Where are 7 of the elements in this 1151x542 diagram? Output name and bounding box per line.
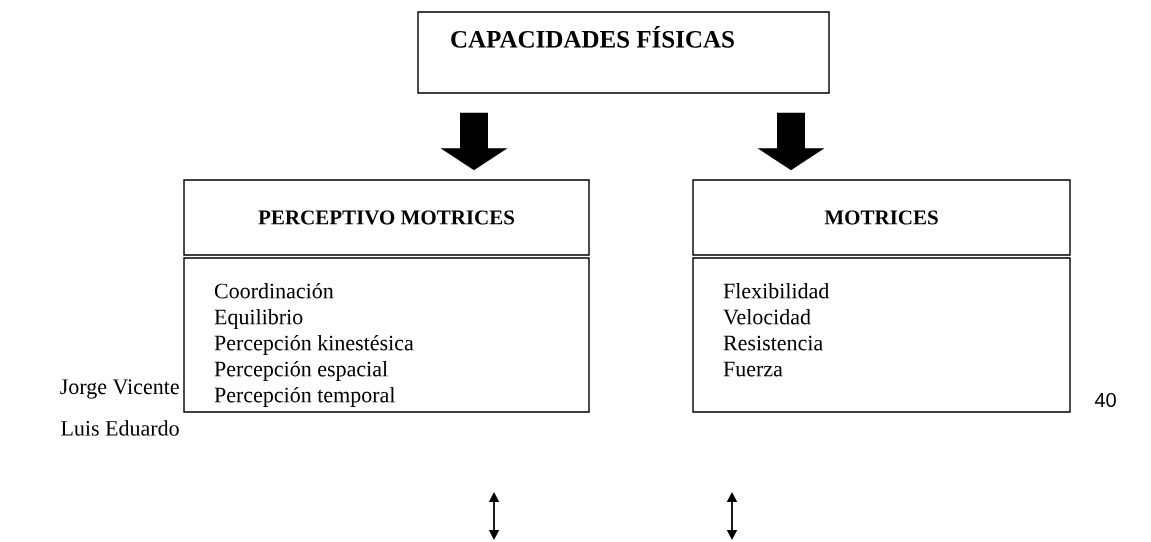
category-box: PERCEPTIVO MOTRICES (183, 179, 590, 256)
heading-box: CAPACIDADES FÍSICAS (417, 11, 830, 94)
category-box: MOTRICES (692, 179, 1071, 256)
list-box: Coordinación Equilibrio Percepción kinestésica Percepción espacial Percepción temporal (183, 257, 590, 413)
author-name: Luis Eduardo (61, 420, 179, 436)
list-box: Flexibilidad Velocidad Resistencia Fuerza (692, 257, 1071, 413)
page-number: 40 (1094, 392, 1116, 408)
